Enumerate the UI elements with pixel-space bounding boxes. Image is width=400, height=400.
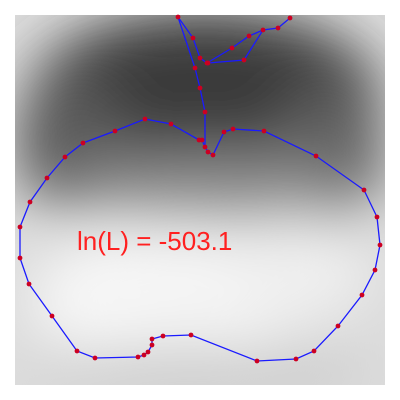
contour-vertex xyxy=(141,352,147,358)
contour-vertex xyxy=(27,199,33,205)
contour-vertex xyxy=(160,333,166,339)
contour-vertex xyxy=(142,116,148,122)
contour-vertex xyxy=(149,342,155,348)
contour-vertex xyxy=(190,35,196,41)
contour-vertex xyxy=(261,128,267,134)
contour-vertex xyxy=(192,65,198,71)
contour-overlay xyxy=(17,14,383,364)
contour-vertex xyxy=(205,60,211,66)
contour-vertex xyxy=(359,292,365,298)
contour-vertex xyxy=(26,281,32,287)
contour-vertex xyxy=(74,348,80,354)
contour-vertex xyxy=(335,323,341,329)
contour-vertex xyxy=(80,140,86,146)
contour-vertex xyxy=(197,55,203,61)
contour-vertex xyxy=(49,313,55,319)
contour-vertex xyxy=(202,109,208,115)
contour-vertex xyxy=(205,149,211,155)
contour-vertex xyxy=(145,349,151,355)
contour-vertex xyxy=(92,355,98,361)
contour-vertex xyxy=(374,214,380,220)
contour-vertex xyxy=(196,137,202,143)
contour-vertex xyxy=(230,126,236,132)
contour-vertex xyxy=(210,152,216,158)
contour-vertex xyxy=(17,224,23,230)
contour-vertex xyxy=(361,187,367,193)
contour-vertex xyxy=(175,14,181,20)
contour-vertex xyxy=(246,33,252,39)
contour-vertex xyxy=(311,348,317,354)
contour-vertex xyxy=(197,85,203,91)
contour-vertex xyxy=(241,57,247,63)
log-likelihood-label: ln(L) = -503.1 xyxy=(77,226,232,256)
contour-vertex xyxy=(44,175,50,181)
contour-vertex xyxy=(377,242,383,248)
contour-vertices xyxy=(17,14,383,364)
contour-vertex xyxy=(149,336,155,342)
contour-vertex xyxy=(287,15,293,21)
contour-vertex xyxy=(135,354,141,360)
contour-vertex xyxy=(188,332,194,338)
contour-vertex xyxy=(293,356,299,362)
contour-vertex xyxy=(112,128,118,134)
contour-vertex xyxy=(202,144,208,150)
contour-vertex xyxy=(372,267,378,273)
grayscale-image xyxy=(15,15,385,385)
contour-vertex xyxy=(313,153,319,159)
contour-vertex xyxy=(221,129,227,135)
contour-vertex xyxy=(229,45,235,51)
contour-vertex xyxy=(62,154,68,160)
contour-vertex xyxy=(254,358,260,364)
contour-vertex xyxy=(260,27,266,33)
contour-vertex xyxy=(275,25,281,31)
contour-vertex xyxy=(168,121,174,127)
contour-vertex xyxy=(17,255,23,261)
